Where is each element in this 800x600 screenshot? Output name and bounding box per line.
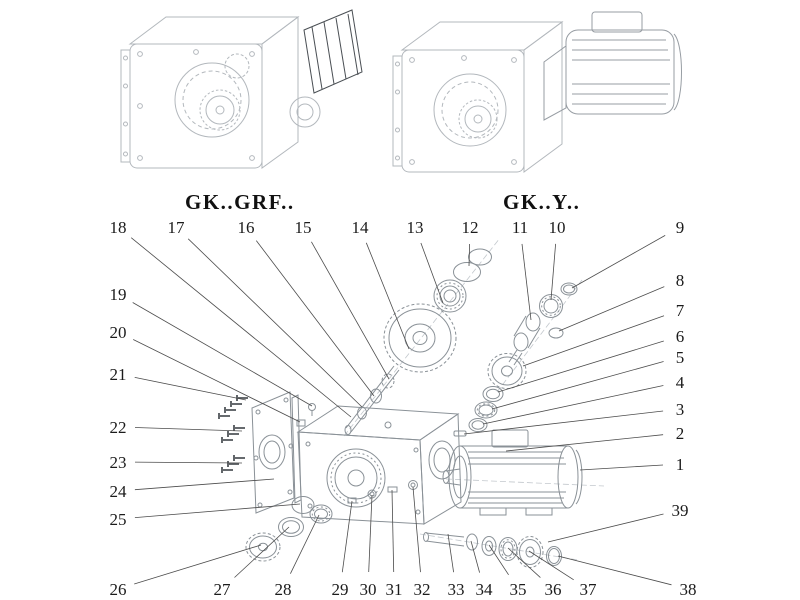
leader-line-26 [134, 544, 262, 585]
callout-19: 19 [110, 285, 127, 304]
leader-line-18 [130, 237, 352, 418]
callout-5: 5 [676, 348, 685, 367]
callout-37: 37 [580, 580, 598, 599]
variant-label-gk-grf: GK..GRF.. [185, 190, 295, 214]
callout-12: 12 [462, 218, 479, 237]
leader-line-34 [470, 540, 480, 573]
callout-24: 24 [110, 482, 128, 501]
callout-29: 29 [332, 580, 349, 599]
leader-line-28 [290, 514, 320, 574]
part-housing [296, 403, 462, 525]
leader-line-8 [558, 286, 665, 332]
leader-line-4 [482, 385, 664, 425]
leader-line-5 [491, 361, 664, 410]
callout-22: 22 [110, 418, 127, 437]
callout-2: 2 [676, 424, 685, 443]
leader-line-31 [391, 489, 395, 573]
callout-1: 1 [676, 455, 685, 474]
leader-line-39 [547, 513, 664, 543]
part-bearing-upper [433, 279, 467, 313]
callout-25: 25 [110, 510, 127, 529]
gearbox-drawing-gk-grf [120, 9, 363, 169]
leader-line-10 [550, 243, 556, 301]
callout-32: 32 [414, 580, 431, 599]
callout-26: 26 [110, 580, 127, 599]
callout-39: 39 [672, 501, 689, 520]
leader-line-38 [557, 555, 672, 586]
callout-6: 6 [676, 327, 685, 346]
leader-line-29 [341, 500, 353, 573]
leader-line-15 [311, 241, 390, 380]
leader-line-6 [497, 340, 664, 393]
leader-line-19 [132, 302, 313, 407]
callout-10: 10 [549, 218, 566, 237]
callout-14: 14 [352, 218, 370, 237]
callout-38: 38 [680, 580, 697, 599]
leader-line-36 [507, 547, 541, 578]
part-rings-right [453, 386, 504, 437]
leader-line-22 [134, 427, 243, 432]
input-adapter-fins [303, 9, 363, 94]
callout-4: 4 [676, 373, 685, 392]
callout-20: 20 [110, 323, 127, 342]
exploded-view [218, 237, 605, 568]
callout-23: 23 [110, 453, 127, 472]
leader-line-9 [571, 235, 666, 289]
electric-motor-drawing [543, 11, 682, 121]
leader-line-20 [133, 339, 301, 423]
callout-15: 15 [295, 218, 312, 237]
callout-7: 7 [676, 301, 685, 320]
part-retaining-rings-upper [453, 248, 492, 282]
leader-line-27 [234, 526, 290, 578]
leader-line-35 [488, 544, 509, 576]
leader-line-16 [255, 240, 375, 397]
leader-line-11 [521, 243, 532, 321]
leader-line-1 [579, 464, 664, 471]
leader-line-23 [134, 461, 243, 464]
callout-27: 27 [214, 580, 232, 599]
part-output-shaft-assembly [423, 532, 562, 568]
leader-line-30 [368, 494, 373, 573]
callout-9: 9 [676, 218, 685, 237]
callout-16: 16 [238, 218, 255, 237]
callout-28: 28 [275, 580, 292, 599]
callout-8: 8 [676, 271, 685, 290]
variant-label-gk-y: GK..Y.. [503, 190, 581, 214]
callout-31: 31 [386, 580, 403, 599]
leader-line-25 [134, 503, 301, 518]
callout-36: 36 [545, 580, 562, 599]
leader-line-17 [187, 238, 363, 408]
leader-line-13 [420, 242, 444, 304]
callout-11: 11 [512, 218, 528, 237]
part-bevel-gear [487, 353, 527, 389]
callout-35: 35 [510, 580, 527, 599]
callout-18: 18 [110, 218, 127, 237]
leader-line-24 [134, 478, 275, 491]
callout-21: 21 [110, 365, 127, 384]
part-motor [442, 429, 583, 516]
leader-line-32 [412, 486, 421, 573]
callout-3: 3 [676, 400, 685, 419]
leader-line-33 [447, 533, 454, 573]
callout-30: 30 [360, 580, 377, 599]
leader-line-12 [468, 243, 470, 267]
part-small-items-bottom [347, 480, 418, 504]
gearbox-motor-drawing-gk-y [392, 11, 682, 173]
leader-line-37 [528, 550, 574, 581]
callout-17: 17 [168, 218, 186, 237]
leader-line-14 [365, 242, 410, 350]
leader-line-7 [522, 315, 665, 367]
callout-33: 33 [448, 580, 465, 599]
part-bolts [218, 395, 248, 473]
leader-line-2 [505, 434, 664, 452]
callout-34: 34 [476, 580, 494, 599]
part-pinion-cluster-right [508, 282, 578, 366]
callout-13: 13 [407, 218, 424, 237]
leader-line-21 [134, 377, 247, 401]
leader-line-3 [463, 410, 664, 435]
